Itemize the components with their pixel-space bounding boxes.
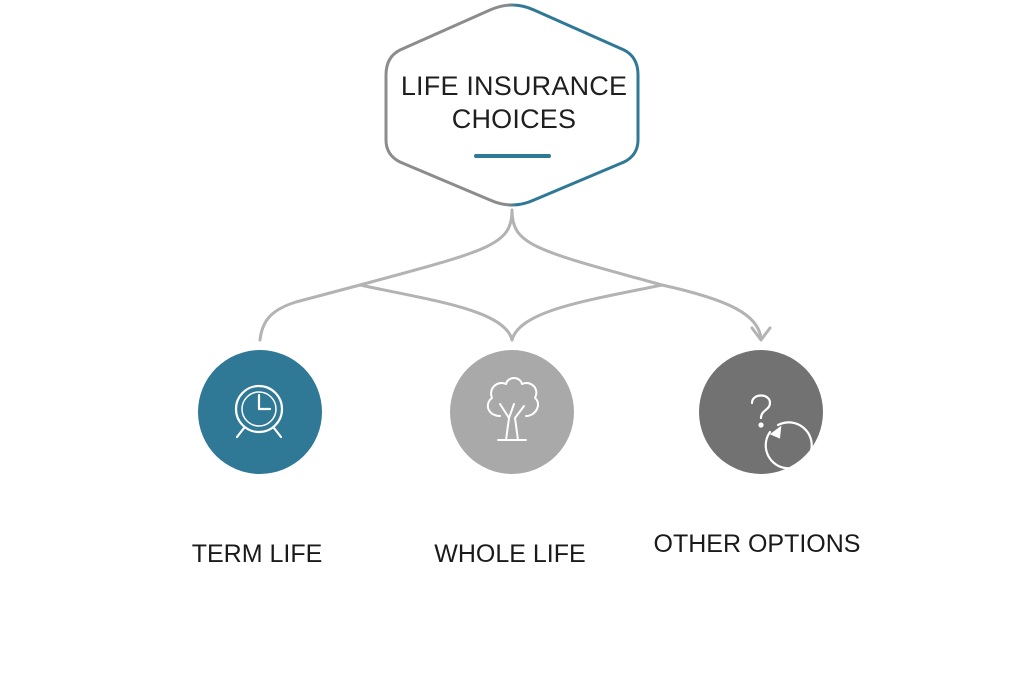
tree-icon (486, 377, 539, 441)
root-title-line-1: LIFE INSURANCE (400, 71, 628, 101)
other-options-label: OTHER OPTIONS (653, 530, 861, 558)
connector-cross-left (358, 283, 514, 342)
clock-icon (234, 384, 284, 439)
whole-life-label: WHOLE LIFE (434, 540, 586, 568)
connector-trunk-left (358, 208, 514, 287)
question-icon (750, 394, 813, 470)
root-title-line-2: CHOICES (451, 104, 577, 134)
other-options-circle[interactable] (699, 350, 823, 474)
root-title: LIFE INSURANCE CHOICES (392, 70, 636, 136)
term-life-circle[interactable] (198, 350, 322, 474)
arrowhead-icon (750, 326, 772, 342)
connector-trunk-right (510, 208, 664, 287)
root-hexagon-frame (384, 3, 640, 207)
connector-lines (258, 208, 763, 342)
connector-cross-right (510, 283, 664, 342)
connector-to-other (660, 283, 763, 340)
connector-to-term (258, 283, 362, 342)
term-life-label: TERM LIFE (191, 540, 323, 568)
